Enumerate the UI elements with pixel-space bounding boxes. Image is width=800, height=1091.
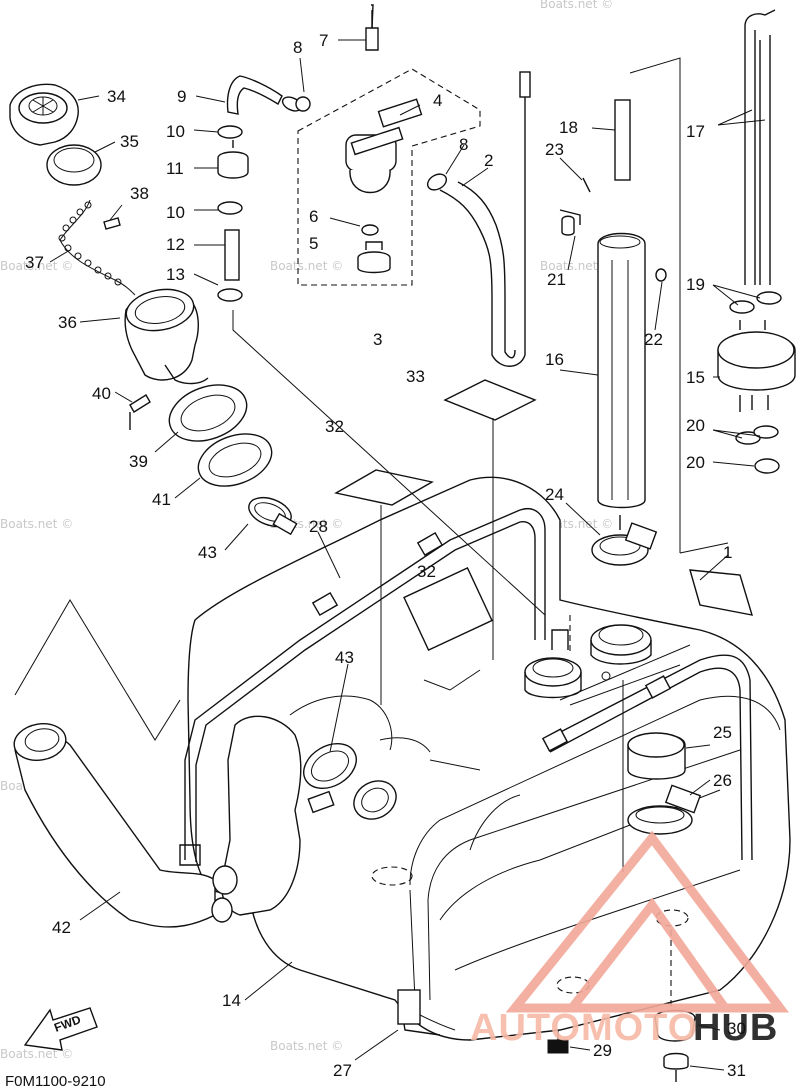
callout-label: 43 xyxy=(198,543,217,562)
callout-label: 32 xyxy=(325,417,344,436)
watermark: Boats.net © xyxy=(270,259,343,273)
callout-label: 38 xyxy=(130,184,149,203)
callout-label: 39 xyxy=(129,452,148,471)
callout-label: 10 xyxy=(166,122,185,141)
callout-label: 28 xyxy=(309,517,328,536)
callout-label: 18 xyxy=(559,118,578,137)
brand-text-main: AUTOMOTO xyxy=(470,1007,698,1049)
callout-label: 13 xyxy=(166,265,185,284)
callout-label: 19 xyxy=(686,275,705,294)
callout-label: 29 xyxy=(593,1041,612,1060)
watermark: Boats.net © xyxy=(0,517,73,531)
breather-hoses xyxy=(217,71,531,367)
callout-label: 6 xyxy=(309,207,318,226)
callout-label: 15 xyxy=(686,368,705,387)
callout-label: 37 xyxy=(25,253,44,272)
hose-clamps-43 xyxy=(248,496,397,820)
callout-label: 9 xyxy=(177,87,186,106)
callout-label: 8 xyxy=(459,135,468,154)
callout-label: 11 xyxy=(166,159,184,178)
callout-label: 22 xyxy=(644,330,663,349)
fuel-filter-assembly xyxy=(297,4,481,286)
callout-label: 30 xyxy=(727,1019,746,1038)
callout-label: 35 xyxy=(120,132,139,151)
watermark: Boats.net © xyxy=(0,259,73,273)
diagram-code: F0M1100-9210 xyxy=(5,1073,106,1090)
callout-label: 1 xyxy=(723,543,732,562)
callout-label: 2 xyxy=(484,151,493,170)
fill-hose-42 xyxy=(13,599,302,928)
watermark: Boats.net © xyxy=(540,259,613,273)
callout-label: 36 xyxy=(58,313,77,332)
callout-label: 7 xyxy=(319,31,328,50)
sender-unit xyxy=(559,99,667,652)
callout-label: 26 xyxy=(713,771,732,790)
filler-cap-assembly xyxy=(9,83,273,487)
callout-label: 25 xyxy=(713,723,732,742)
fwd-arrow: FWD xyxy=(23,1007,98,1051)
leader-lines xyxy=(49,39,766,1071)
callout-label: 4 xyxy=(433,91,442,110)
callout-label: 43 xyxy=(335,648,354,667)
callout-label: 8 xyxy=(293,38,302,57)
watermark: Boats.net © xyxy=(0,1047,73,1061)
callout-label: 33 xyxy=(406,367,425,386)
callout-label: 42 xyxy=(52,918,71,937)
callout-label: 20 xyxy=(686,416,705,435)
callout-label: 20 xyxy=(686,453,705,472)
callout-label: 3 xyxy=(373,330,382,349)
callout-label: 24 xyxy=(545,485,564,504)
callout-label: 21 xyxy=(547,270,566,289)
brand-text-accent: HUB xyxy=(693,1007,778,1049)
callout-label: 10 xyxy=(166,203,185,222)
watermark: Boats.net © xyxy=(270,1039,343,1053)
callouts: 1 2 3 4 5 6 7 8 8 9 10 10 11 12 13 14 15… xyxy=(25,31,746,1080)
fuel-pump-assembly xyxy=(629,9,796,554)
callout-label: 5 xyxy=(309,234,318,253)
callout-label: 41 xyxy=(152,490,171,509)
fuel-tank-body xyxy=(179,476,791,1041)
callout-label: 40 xyxy=(92,384,111,403)
tank-caps xyxy=(547,680,702,1082)
decals xyxy=(232,310,754,705)
callout-label: 34 xyxy=(107,87,126,106)
watermark: Boats.net © xyxy=(540,0,613,11)
callout-label: 32 xyxy=(417,562,436,581)
logo-triangle xyxy=(505,830,790,1013)
callout-label: 31 xyxy=(727,1061,746,1080)
callout-label: 23 xyxy=(545,140,564,159)
callout-label: 16 xyxy=(545,350,564,369)
callout-label: 14 xyxy=(222,991,241,1010)
callout-label: 12 xyxy=(166,235,185,254)
callout-label: 17 xyxy=(686,122,705,141)
automotohub-logo: AUTOMOTO HUB xyxy=(470,830,790,1049)
callout-label: 27 xyxy=(333,1061,352,1080)
